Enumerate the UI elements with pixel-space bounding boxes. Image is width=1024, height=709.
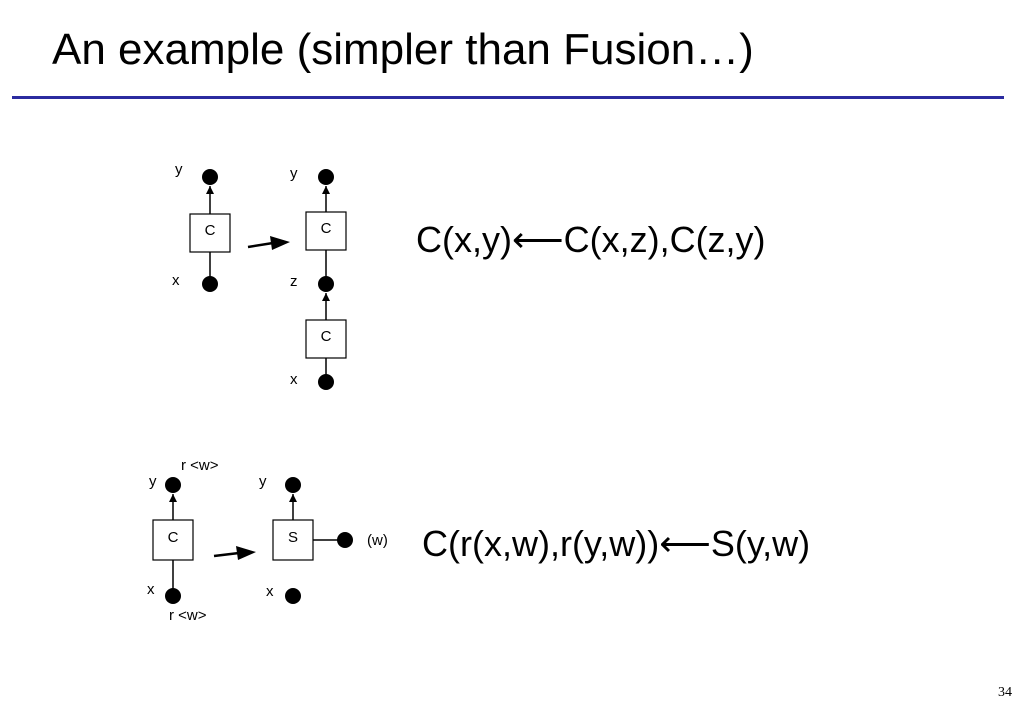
d2-right-x-node <box>285 588 301 604</box>
d2-right-y-node <box>285 477 301 493</box>
d1-left-x-node <box>202 276 218 292</box>
d2-left-graph: r <w> y C x r <w> <box>147 457 219 624</box>
d1-left-c-label: C <box>205 222 216 239</box>
d2-left-x-node <box>165 588 181 604</box>
d2-left-bottom-annotation: r <w> <box>169 607 207 624</box>
d1-transform-arrow <box>247 241 274 249</box>
d2-right-w-node <box>337 532 353 548</box>
title-divider <box>12 96 1004 99</box>
d1-transform-arrowhead <box>270 236 290 250</box>
d1-right-top-c-label: C <box>321 220 332 237</box>
d2-transform-arrowhead <box>236 546 256 560</box>
d2-right-graph: y S (w) x <box>259 473 388 604</box>
d2-left-y-label: y <box>149 473 157 490</box>
page-number: 34 <box>998 685 1012 700</box>
d2-left-y-node <box>165 477 181 493</box>
d1-right-x-label: x <box>290 371 298 388</box>
formula-2: C(r(x,w),r(y,w))⟵S(y,w) <box>422 523 811 564</box>
formula-1: C(x,y)⟵C(x,z),C(z,y) <box>416 219 766 260</box>
d1-right-top-c-box <box>305 211 347 251</box>
d1-left-y-label: y <box>175 161 183 178</box>
d1-left-y-node <box>202 169 218 185</box>
d1-right-z-label: z <box>290 273 298 290</box>
d2-right-s-label: S <box>288 529 298 546</box>
d1-right-bottom-c-label: C <box>321 328 332 345</box>
d1-right-x-node <box>318 374 334 390</box>
d2-right-x-label: x <box>266 583 274 600</box>
d2-transform-arrow <box>213 551 240 558</box>
d2-left-x-label: x <box>147 581 155 598</box>
d1-right-y-label: y <box>290 165 298 182</box>
d1-right-y-node <box>318 169 334 185</box>
d1-left-graph: y C x <box>172 161 231 292</box>
d2-right-w-label: (w) <box>367 532 388 549</box>
d2-right-s-box <box>272 519 314 561</box>
d2-right-y-label: y <box>259 473 267 490</box>
d2-left-top-annotation: r <w> <box>181 457 219 474</box>
d1-right-graph: y C z C x <box>290 165 347 390</box>
d2-left-c-box <box>152 519 194 561</box>
slide-title: An example (simpler than Fusion…) <box>52 25 754 74</box>
d2-left-c-label: C <box>168 529 179 546</box>
d1-right-z-node <box>318 276 334 292</box>
d1-left-x-label: x <box>172 272 180 289</box>
d1-left-c-box <box>189 213 231 253</box>
